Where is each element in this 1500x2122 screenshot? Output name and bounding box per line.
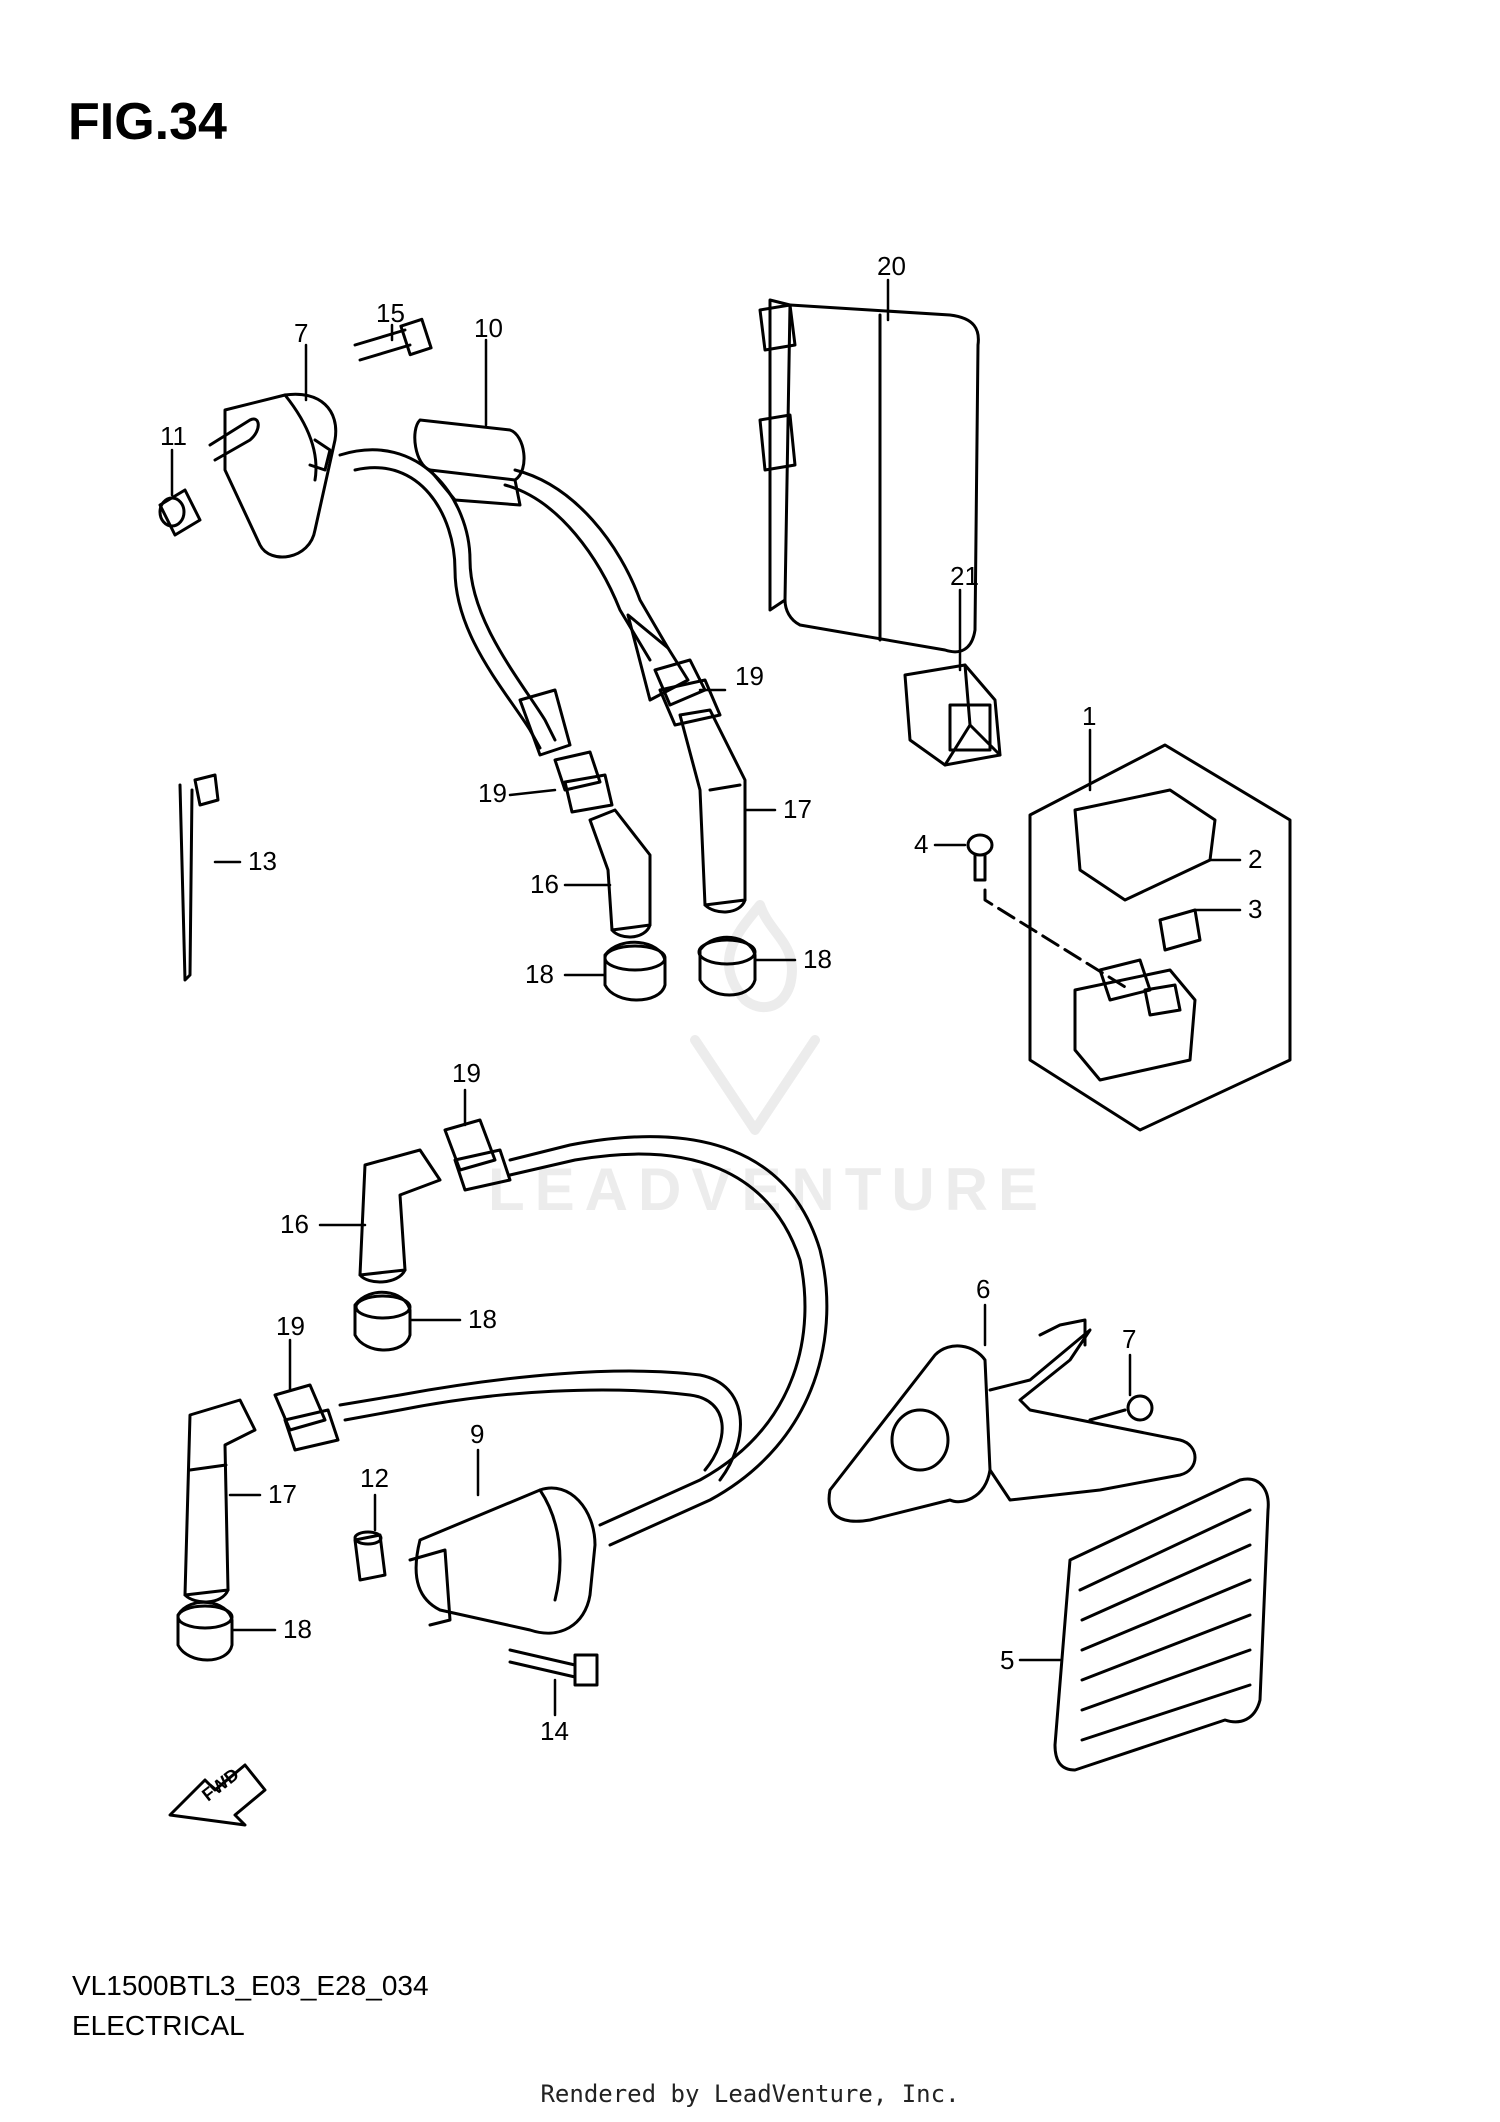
lower-ht-leads	[338, 1135, 829, 1547]
callout-17-a: 17	[783, 794, 812, 824]
callout-8: 7	[294, 318, 308, 348]
callout-11: 11	[160, 421, 187, 451]
callout-19-d: 19	[276, 1311, 305, 1341]
upper-ht-leads	[338, 448, 690, 757]
part-16-plug-cap-upper	[588, 808, 652, 939]
leader-lines	[170, 278, 1242, 1717]
part-14-bolt	[508, 1648, 599, 1687]
callout-18-d: 18	[283, 1614, 312, 1644]
callout-1: 1	[1082, 701, 1096, 731]
part-16-plug-cap-lower	[358, 1148, 442, 1284]
callout-20: 20	[877, 251, 906, 281]
callout-18-b: 18	[803, 944, 832, 974]
callout-14: 14	[540, 1716, 569, 1746]
callout-19-a: 19	[735, 661, 764, 691]
part-18-grommet-lower-top	[353, 1290, 412, 1352]
callout-5: 5	[1000, 1645, 1014, 1675]
watermark-logo	[690, 900, 820, 1135]
callout-18-c: 18	[468, 1304, 497, 1334]
callout-10: 10	[474, 313, 503, 343]
part-18-grommet-upper-left	[603, 940, 667, 1002]
figure-title: FIG.34	[68, 93, 227, 151]
part-17-plug-cap-lower	[183, 1398, 257, 1604]
rendered-by-footer: Rendered by LeadVenture, Inc.	[540, 2080, 960, 2108]
part-21-relay	[903, 663, 1002, 767]
fwd-arrow-icon	[168, 1763, 267, 1827]
section-name: ELECTRICAL	[72, 2010, 245, 2041]
callout-9: 9	[470, 1419, 484, 1449]
callout-17-b: 17	[268, 1479, 297, 1509]
part-13-cable-tie	[178, 773, 220, 982]
model-code: VL1500BTL3_E03_E28_034	[72, 1970, 429, 2001]
callout-7: 7	[1122, 1324, 1136, 1354]
callout-3: 3	[1248, 894, 1262, 924]
part-15-bolt	[353, 317, 433, 362]
part-5-regulator	[1053, 1477, 1270, 1772]
part-8-ignition-coil	[208, 392, 338, 559]
callout-labels: 20 7 15 10 11 21 19 19 17 16 13 1 2 3 4 …	[160, 251, 1262, 1746]
part-19-boot-lower-top	[443, 1118, 512, 1192]
part-12-cap	[353, 1530, 387, 1582]
callout-2: 2	[1248, 844, 1262, 874]
part-17-plug-cap-upper	[678, 708, 747, 914]
part-19-boot-upper-left	[553, 750, 614, 814]
callout-19-b: 19	[478, 778, 507, 808]
callout-18-a: 18	[525, 959, 554, 989]
callout-15: 15	[376, 298, 405, 328]
callout-13: 13	[248, 846, 277, 876]
part-6-bracket	[827, 1318, 1197, 1523]
part-1-starter-relay-kit	[1028, 743, 1292, 1132]
callout-12: 12	[360, 1463, 389, 1493]
callout-16-b: 16	[280, 1209, 309, 1239]
part-10-coil-body	[413, 418, 526, 507]
callout-19-c: 19	[452, 1058, 481, 1088]
part-20-ecu	[758, 298, 980, 654]
part-18-grommet-upper-right	[697, 935, 757, 997]
part-19-boot-lower-bottom	[273, 1383, 340, 1452]
part-11-cap	[158, 488, 202, 537]
fwd-label: FWD	[198, 1764, 243, 1805]
part-9-ignition-coil-lower	[408, 1486, 597, 1635]
part-4-screw	[966, 833, 994, 882]
part-7-bolt	[1088, 1394, 1154, 1422]
callout-4: 4	[914, 829, 928, 859]
callout-21: 21	[950, 561, 979, 591]
dashed-leader-4	[983, 888, 1132, 992]
callout-16-a: 16	[530, 869, 559, 899]
part-18-grommet-lower-bottom	[176, 1600, 234, 1662]
callout-6: 6	[976, 1274, 990, 1304]
